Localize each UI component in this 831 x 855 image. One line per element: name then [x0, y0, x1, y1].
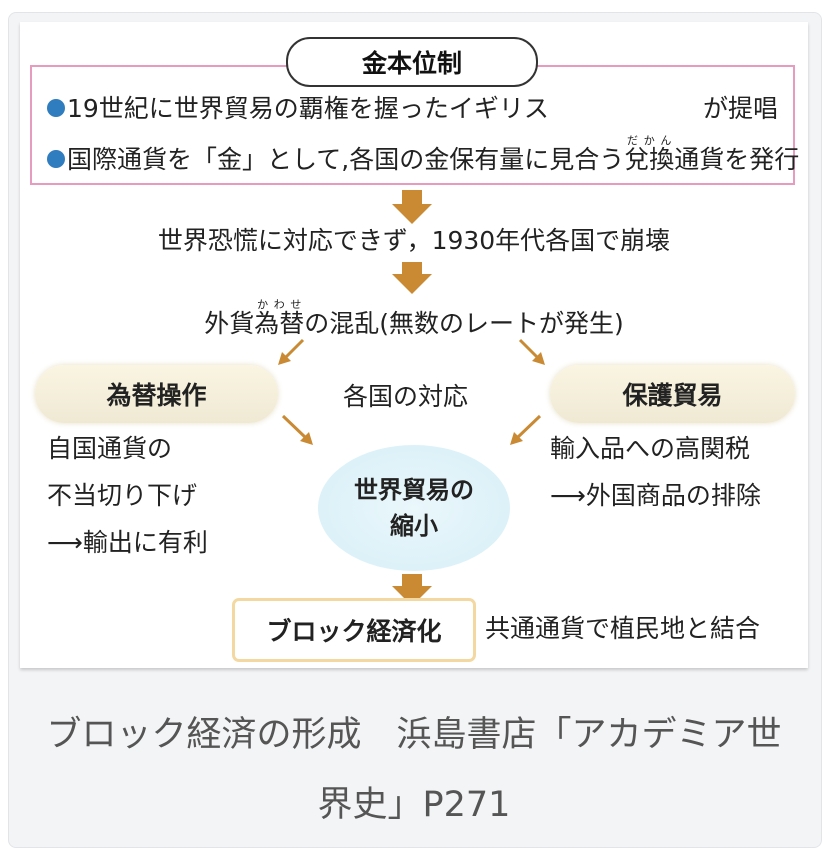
diagram-title: 金本位制 [286, 37, 538, 87]
trade-shrink-circle: 世界貿易の 縮小 [318, 445, 510, 571]
left-line-2: 不当切り下げ [47, 481, 198, 510]
right-arrow-icon: ⟶ [47, 528, 83, 557]
caption-line-2: 界史」P271 [317, 785, 511, 825]
left-line-3: ⟶輸出に有利 [47, 528, 208, 557]
bloc-economy-box: ブロック経済化 [232, 598, 476, 662]
down-arrow-icon [392, 262, 432, 294]
protectionism-label: 保護貿易 [550, 365, 795, 423]
diagonal-arrow-icon [281, 414, 308, 440]
collapse-text: 世界恐慌に対応できず，1930年代各国で崩壊 [157, 226, 671, 255]
responses-label: 各国の対応 [343, 382, 469, 411]
right-line-1: 輸入品への高関税 [550, 434, 751, 463]
left-line-1: 自国通貨の [47, 434, 173, 463]
ruby-kawase: 為替かわせ [254, 298, 305, 338]
down-arrow-icon [392, 190, 432, 224]
right-line-2: ⟶外国商品の排除 [550, 481, 761, 510]
right-arrow-icon: ⟶ [550, 481, 586, 510]
exchange-manipulation-label: 為替操作 [35, 365, 278, 423]
bullet-icon [47, 150, 65, 168]
ruby-dakan: 兌換だかん [624, 134, 675, 174]
caption-line-1: ブロック経済の形成 浜島書店「アカデミア世 [46, 715, 782, 755]
gold-standard-line-1: 19世紀に世界貿易の覇権を握ったイギリス [47, 96, 549, 121]
gold-standard-line-1-end: が提唱 [703, 94, 779, 123]
arrows-layer [278, 190, 545, 606]
exchange-chaos-text: 外貨為替かわせの混乱(無数のレートが発生) [204, 298, 624, 338]
gold-standard-line-2: 国際通貨を「金」として,各国の金保有量に見合う兌換だかん通貨を発行 [47, 134, 799, 172]
bloc-economy-note: 共通通貨で植民地と結合 [485, 614, 761, 643]
diagram-image: 金本位制 19世紀に世界貿易の覇権を握ったイギリス が提唱 国際通貨を「金」とし… [20, 22, 808, 668]
diagonal-arrow-icon [515, 414, 542, 440]
diagonal-arrow-icon [283, 338, 305, 360]
bullet-icon [47, 99, 65, 117]
down-arrow-icon [392, 574, 432, 606]
diagonal-arrow-icon [518, 338, 540, 360]
